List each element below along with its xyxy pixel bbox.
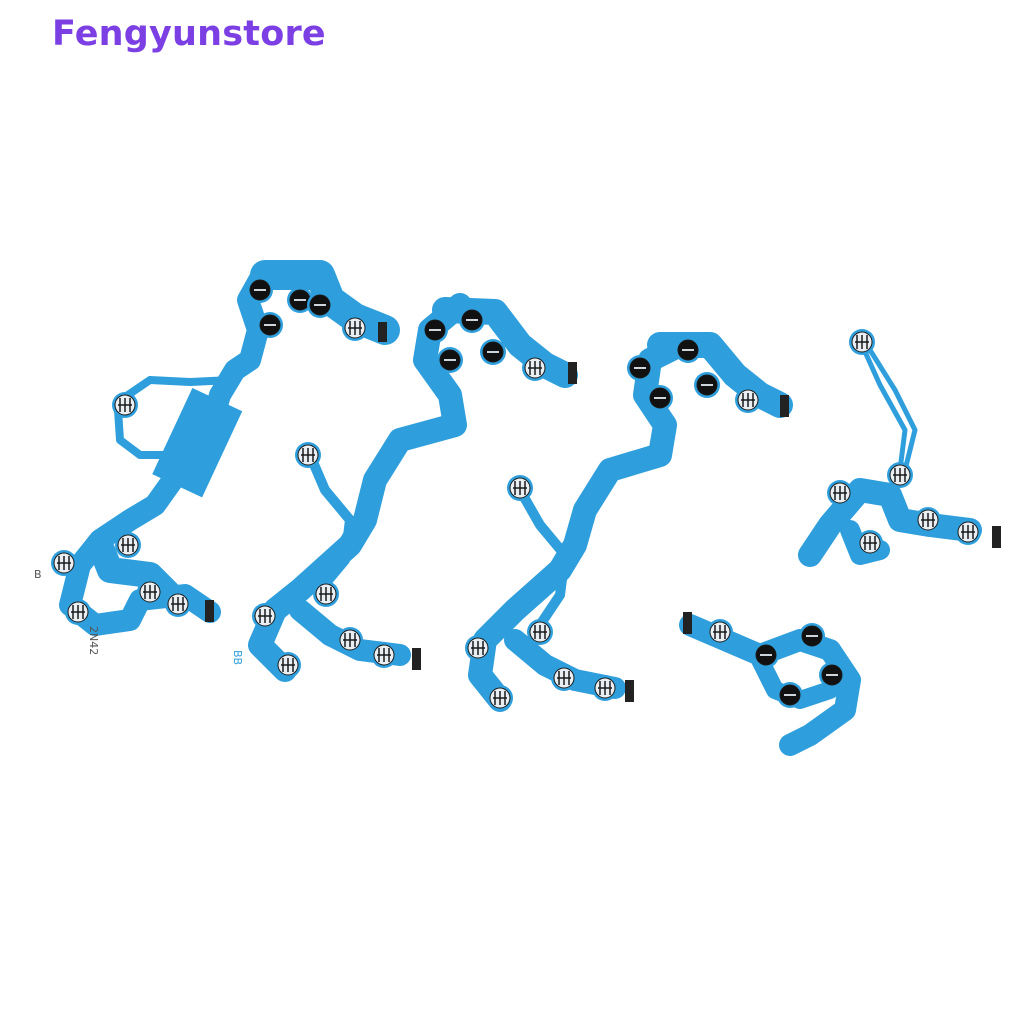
contact-pad [437,347,463,373]
contact-pad [819,662,845,688]
contact-pad [487,685,513,711]
marking-bb: BB [231,650,244,665]
contact-pad [707,619,733,645]
store-watermark: Fengyunstore [52,14,326,54]
connector-tab [412,648,421,670]
contact-pad [827,480,853,506]
contact-pad [777,682,803,708]
contact-pad [112,392,138,418]
contact-pad [627,355,653,381]
contact-pad [647,385,673,411]
contact-pad [313,581,339,607]
contact-pad [252,603,278,629]
contact-pad [337,627,363,653]
contact-pad [137,579,163,605]
contact-pad [887,462,913,488]
contact-pad [507,475,533,501]
contact-pad [735,387,761,413]
contact-pad [165,591,191,617]
contact-pad [592,675,618,701]
product-markings: B 2N42 BB [34,568,244,665]
ribbon-cable-4 [798,342,982,567]
contact-pad [342,315,368,341]
contact-pad [275,652,301,678]
connector-tab [683,612,692,634]
connector-tab [780,395,789,417]
contact-pad [65,599,91,625]
contact-pad [247,277,273,303]
contact-pad [551,665,577,691]
contact-pad [422,317,448,343]
connector-tab [625,680,634,702]
contact-pad [51,550,77,576]
contact-pad [371,642,397,668]
contact-pad [115,532,141,558]
contact-pad [857,530,883,556]
contact-pad [465,635,491,661]
contact-pads [51,277,981,711]
contact-pad [915,507,941,533]
contact-pad [799,623,825,649]
connector-tab [992,526,1001,548]
contact-pad [459,307,485,333]
contact-pad [307,292,333,318]
contact-pad [480,339,506,365]
contact-pad [753,642,779,668]
flex-connectors [205,322,1001,702]
contact-pad [295,442,321,468]
contact-pad [955,519,981,545]
marking-b: B [34,568,42,581]
contact-pad [675,337,701,363]
contact-pad [257,312,283,338]
contact-pad [849,329,875,355]
contact-pad [694,372,720,398]
contact-pad [522,355,548,381]
connector-tab [378,322,387,342]
marking-2n42: 2N42 [87,626,100,655]
contact-pad [287,287,313,313]
connector-tab [568,362,577,384]
contact-pad [527,619,553,645]
connector-tab [205,600,214,622]
